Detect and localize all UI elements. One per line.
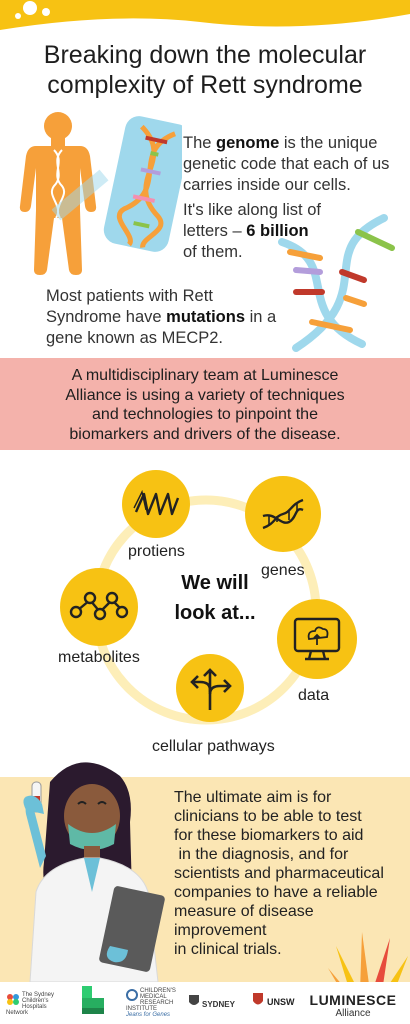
- unsw-text: UNSW: [267, 997, 295, 1007]
- header-dot: [15, 13, 21, 19]
- team-banner-text: A multidisciplinary team at Luminesce Al…: [0, 366, 410, 444]
- footer: [0, 982, 410, 1024]
- text-fragment: in a gene known as MECP2.: [46, 308, 277, 347]
- computer-data-icon: [293, 617, 341, 661]
- metabolites-label: metabolites: [58, 649, 140, 666]
- dna-strand-illustration: [278, 214, 395, 352]
- luminesce-burst-decoration: [328, 932, 408, 992]
- banner-line: biomarkers and drivers of the disease.: [69, 425, 341, 443]
- dna-icon: [262, 498, 304, 530]
- aim-line: companies to have a reliable: [174, 884, 378, 901]
- aim-line: scientists and pharmaceutical: [174, 865, 384, 882]
- university-sydney-logo: SYDNEY: [188, 994, 235, 1012]
- sydney-text: SYDNEY: [202, 1000, 235, 1009]
- text-fragment: is the unique genetic code that each of …: [183, 134, 390, 194]
- aim-line: for these biomarkers to aid: [174, 827, 364, 844]
- genome-keyword: genome: [216, 134, 280, 152]
- pathways-label: cellular pathways: [152, 738, 275, 755]
- banner-line: Alliance is using a variety of technique…: [65, 386, 345, 404]
- pathway-arrows-icon: [190, 668, 232, 710]
- flower-logo-icon: [7, 994, 19, 1005]
- proteins-label: protiens: [128, 543, 185, 560]
- text-fragment: Most patients with Rett Syndrome have: [46, 287, 213, 326]
- six-billion-keyword: 6 billion: [246, 222, 309, 240]
- unsw-logo: UNSW: [252, 992, 295, 1010]
- metabolites-node: [60, 568, 138, 646]
- header-wave: [0, 0, 410, 30]
- center-line: We will: [181, 572, 249, 594]
- header-dot: [42, 8, 50, 16]
- scientist-illustration: [23, 762, 165, 982]
- green-block-logo: [82, 986, 104, 1014]
- dna-magnifier-illustration: [52, 116, 182, 252]
- sch-network-logo: The Sydney Children's Hospitals Network: [6, 992, 64, 1016]
- crest-icon: [189, 995, 199, 1005]
- data-node: [277, 599, 357, 679]
- pathways-node: [176, 654, 244, 722]
- text-fragment: The: [183, 134, 217, 152]
- header-decoration: [0, 0, 410, 30]
- proteins-node: [122, 470, 190, 538]
- genes-node: [245, 476, 321, 552]
- green-block-icon: [82, 986, 104, 1014]
- aim-line: improvement: [174, 922, 267, 939]
- title-line: complexity of Rett syndrome: [47, 71, 363, 99]
- aim-line: in clinical trials.: [174, 941, 282, 958]
- data-label: data: [298, 687, 330, 704]
- center-line: look at...: [174, 602, 256, 624]
- cmri-logo: CHILDREN'S MEDICAL RESEARCH INSTITUTE Je…: [126, 988, 176, 1018]
- aim-line: The ultimate aim is for: [174, 789, 332, 806]
- mutations-keyword: mutations: [166, 308, 245, 326]
- cmri-mark-icon: [126, 989, 138, 1001]
- aim-line: clinicians to be able to test: [174, 808, 362, 825]
- protein-strand-icon: [133, 489, 180, 516]
- banner-line: A multidisciplinary team at Luminesce: [71, 367, 339, 384]
- team-banner: [0, 358, 410, 450]
- text-fragment: of them.: [183, 243, 243, 261]
- luminesce-text: LUMINESCE: [309, 992, 397, 1008]
- banner-line: and technologies to pinpoint the: [92, 406, 318, 423]
- alliance-text: Alliance: [335, 1008, 371, 1019]
- mutation-paragraph: Most patients with Rett Syndrome have mu…: [46, 286, 286, 349]
- title-line: Breaking down the molecular: [43, 41, 367, 69]
- luminesce-logo: LUMINESCE Alliance: [300, 992, 406, 1019]
- genes-label: genes: [261, 562, 305, 579]
- aim-line: in the diagnosis, and for: [174, 846, 349, 863]
- header-dot: [23, 1, 37, 15]
- aim-line: measure of disease: [174, 903, 314, 920]
- text-fragment: It's like along list of letters –: [183, 201, 321, 240]
- cycle-center-text: We will look at...: [160, 568, 270, 628]
- cmri-text: CHILDREN'S MEDICAL RESEARCH INSTITUTE: [126, 988, 176, 1012]
- molecule-icon: [69, 591, 129, 621]
- jeans-for-genes-text: Jeans for Genes: [126, 1012, 171, 1018]
- shield-icon: [253, 993, 263, 1005]
- sch-network-text: The Sydney Children's Hospitals Network: [6, 992, 55, 1016]
- aim-paragraph: The ultimate aim is for clinicians to be…: [174, 788, 406, 959]
- genome-paragraph: The genome is the unique genetic code th…: [183, 133, 403, 196]
- page-title: Breaking down the molecular complexity o…: [0, 40, 410, 100]
- billion-paragraph: It's like along list of letters – 6 bill…: [183, 200, 323, 263]
